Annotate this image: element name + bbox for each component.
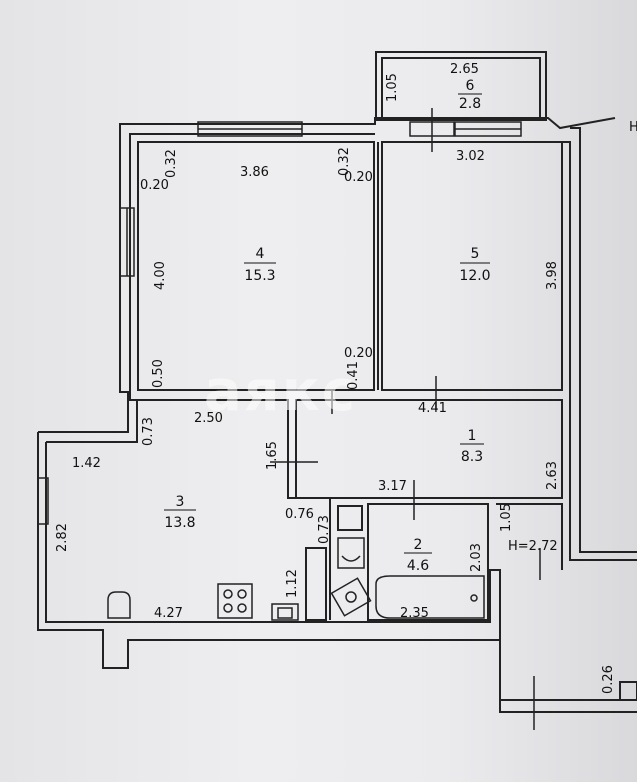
dim-label: 4.41: [418, 401, 447, 416]
room-1-area: 8.3: [461, 449, 483, 465]
room-4-area: 15.3: [244, 268, 275, 284]
dim-label: 1.65: [265, 441, 280, 470]
dim-label: 2.65: [450, 62, 479, 77]
heater-icon: [271, 603, 299, 621]
right-wall-outer: [570, 127, 637, 553]
dimension-labels: 2.65 1.05 3.86 0.32 0.32 0.20 0.20 3.02 …: [55, 62, 637, 694]
dim-label: 1.12: [285, 569, 300, 598]
small-box: [619, 681, 637, 701]
watermark: аякс: [204, 359, 357, 424]
room-4-outline: [137, 141, 375, 391]
dim-label: 3.17: [378, 479, 407, 494]
dim-label: 0.73: [317, 515, 332, 544]
room-5-area: 12.0: [459, 268, 490, 284]
dim-label: 2.50: [194, 411, 223, 426]
room-3-outline: [138, 399, 331, 620]
dim-label: 0.20: [344, 170, 373, 185]
left-wall: [38, 117, 616, 433]
stove-icon: [217, 583, 253, 619]
windows: [37, 121, 522, 525]
room-3-area: 13.8: [164, 515, 195, 531]
room-2-area: 4.6: [407, 558, 429, 574]
dim-label: 2.82: [55, 523, 70, 552]
dim-label: 4.27: [154, 606, 183, 621]
ceiling-height: H=2.72: [508, 539, 558, 554]
dim-label: 3.86: [240, 165, 269, 180]
dim-label: 0.73: [141, 417, 156, 446]
left-wall-inner: [46, 133, 375, 443]
edge-marker: H: [629, 120, 637, 135]
door-marks: [270, 108, 541, 730]
window-room3-left: [37, 477, 49, 525]
balcony-inner: [381, 57, 541, 121]
washbasin-icon: [337, 537, 365, 569]
dim-label: 1.05: [385, 73, 400, 102]
outer-wall-inner: [45, 442, 637, 701]
room-5-number: 5: [471, 246, 480, 262]
dim-label: 2.63: [545, 461, 560, 490]
dim-label: 1.42: [72, 456, 101, 471]
dim-label: 0.20: [140, 178, 169, 193]
dim-label: 4.00: [153, 261, 168, 290]
fixtures: [107, 537, 485, 621]
hall-outline: [496, 503, 563, 570]
walls: [37, 51, 637, 713]
sink-icon: [107, 591, 131, 619]
room-2-number: 2: [414, 537, 423, 553]
room-3-number: 3: [176, 494, 185, 510]
cabinet-box: [305, 547, 327, 621]
room-1-outline: [295, 399, 563, 499]
dim-label: 0.32: [164, 149, 179, 178]
right-wall: [562, 141, 637, 561]
dim-label: 0.20: [344, 346, 373, 361]
room-2-outline: [367, 503, 489, 621]
dim-label: 0.50: [151, 359, 166, 388]
dim-label: 0.76: [285, 507, 314, 522]
dim-label: 0.41: [346, 361, 361, 390]
room-6-number: 6: [466, 78, 475, 94]
dim-label: 2.03: [469, 543, 484, 572]
shaft-box: [337, 505, 363, 531]
bathtub-icon: [375, 575, 485, 619]
toilet-icon: [330, 577, 372, 617]
dim-label: 3.98: [545, 261, 560, 290]
dim-label: 0.32: [337, 147, 352, 176]
room-6-area: 2.8: [459, 96, 481, 112]
dim-label: 2.35: [400, 606, 429, 621]
room-labels: 4 15.3 5 12.0 6 2.8 1 8.3 3 13.8 2 4.6: [164, 78, 491, 574]
room-5-outline: [381, 141, 563, 391]
dim-label: 1.05: [499, 503, 514, 532]
dim-label: 3.02: [456, 149, 485, 164]
dim-label: 0.26: [601, 665, 616, 694]
room-4-number: 4: [256, 246, 265, 262]
room-1-number: 1: [468, 428, 477, 444]
